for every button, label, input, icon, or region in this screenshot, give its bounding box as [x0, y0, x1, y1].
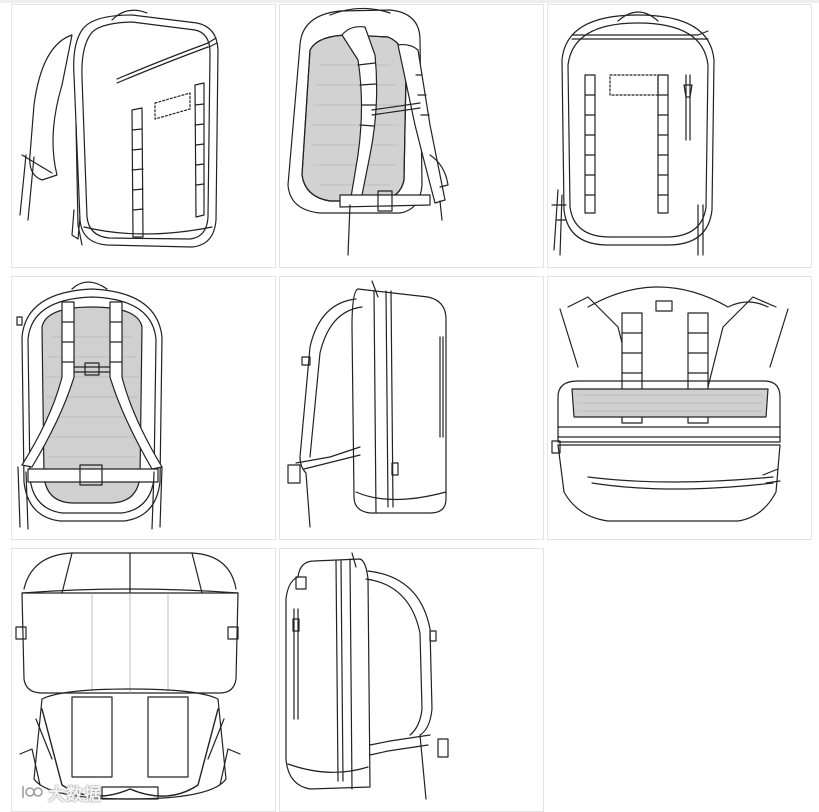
backpack-left-side-drawing [287, 280, 447, 528]
watermark: 大数据 [20, 780, 102, 805]
view-bottom[interactable] [11, 548, 276, 812]
backpack-right-side-drawing [285, 552, 449, 800]
backpack-front-drawing [551, 11, 715, 256]
view-left-side[interactable] [279, 276, 544, 540]
view-back[interactable] [11, 276, 276, 540]
backpack-front-three-quarter-drawing [19, 9, 219, 248]
view-top[interactable] [547, 276, 812, 540]
watermark-text: 大数据 [48, 785, 102, 804]
top-divider [0, 0, 819, 3]
backpack-top-drawing [551, 286, 789, 522]
backpack-bottom-drawing [15, 552, 241, 800]
backpack-back-three-quarter-drawing [287, 7, 449, 256]
view-back-three-quarter[interactable] [279, 4, 544, 268]
view-right-side[interactable] [279, 548, 544, 812]
view-front-three-quarter[interactable] [11, 4, 276, 268]
view-front[interactable] [547, 4, 812, 268]
backpack-back-drawing [16, 281, 163, 530]
watermark-logo-icon [20, 783, 44, 803]
empty-grid-cell [547, 548, 812, 810]
